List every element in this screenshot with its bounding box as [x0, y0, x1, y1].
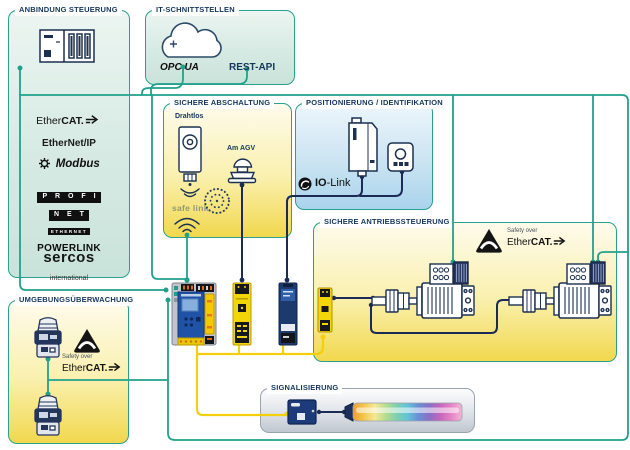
logo-text: P R O F I [37, 191, 101, 203]
logo-text: sercos [43, 249, 95, 266]
logo-opc-ua: OPC UA [160, 62, 199, 73]
safety-plc-icon [171, 282, 217, 346]
logo-ethernet-ip: EtherNet/IP [9, 133, 129, 151]
logo-text: Ether [507, 237, 531, 248]
group-title: SICHERE ABSCHALTUNG [170, 97, 275, 109]
label-am-agv: Am AGV [227, 145, 256, 152]
group-it-schnittstellen: IT-SCHNITTSTELLEN [145, 4, 295, 85]
logo-safety-over-ethercat-env: Safety over EtherCAT. [62, 354, 124, 374]
logo-text: CAT. [85, 363, 108, 374]
group-title: SICHERE ANTRIEBSSTEUERUNG [320, 216, 454, 228]
safety-relay-module-icon [232, 282, 252, 346]
group-title: UMGEBUNGSÜBERWACHUNG [15, 294, 138, 306]
group-title: POSITIONIERUNG / IDENTIFIKATION [302, 97, 447, 109]
logo-text: Modbus [55, 158, 100, 170]
group-sichere-antriebssteuerung: SICHERE ANTRIEBSSTEUERUNG [313, 216, 617, 362]
group-positionierung-identifikation: POSITIONIERUNG / IDENTIFIKATION IO-Link [295, 97, 447, 210]
logo-rest-api: REST-API [229, 62, 276, 73]
logo-sercos: sercos international [9, 249, 129, 285]
group-sichere-abschaltung: SICHERE ABSCHALTUNG Drahtlos Am AGV safe… [163, 97, 292, 238]
logo-text: ETHERNET [47, 228, 91, 235]
ethercat-arrow-icon [553, 236, 569, 246]
ethercat-arrow-icon [108, 362, 124, 372]
gateway-module-icon [278, 282, 298, 346]
logo-io-link: IO-Link [315, 177, 350, 189]
logo-text: -Link [326, 177, 351, 189]
logo-text: N E T [49, 209, 89, 221]
group-title: SIGNALISIERUNG [267, 382, 343, 394]
gear-icon [39, 158, 51, 169]
logo-text: CAT. [61, 115, 84, 127]
logo-text: IO [315, 177, 327, 189]
logo-ethercat: EtherCAT. [9, 111, 129, 129]
logo-text: Safety over [507, 228, 538, 234]
logo-profinet: P R O F I N E T [9, 185, 129, 221]
label-safe-link: safe link [172, 203, 209, 213]
ethercat-arrow-icon [85, 114, 102, 125]
group-title: IT-SCHNITTSTELLEN [152, 4, 239, 16]
group-anbindung-steuerung: ANBINDUNG STEUERUNG EtherCAT. EtherNet/I… [8, 4, 130, 282]
logo-text: Safety over [62, 354, 93, 360]
logo-text: CAT. [530, 237, 553, 248]
logo-safety-over-ethercat-drives: Safety over EtherCAT. [507, 228, 569, 248]
logo-text: international [49, 275, 89, 282]
logo-modbus: Modbus [9, 154, 129, 172]
logo-text: EtherNet/IP [42, 138, 96, 149]
logo-text: Ether [36, 115, 62, 127]
group-signalisierung: SIGNALISIERUNG [260, 382, 475, 433]
label-drahtlos: Drahtlos [175, 113, 204, 120]
group-title: ANBINDUNG STEUERUNG [15, 4, 122, 16]
logo-text: Ether [62, 363, 86, 374]
